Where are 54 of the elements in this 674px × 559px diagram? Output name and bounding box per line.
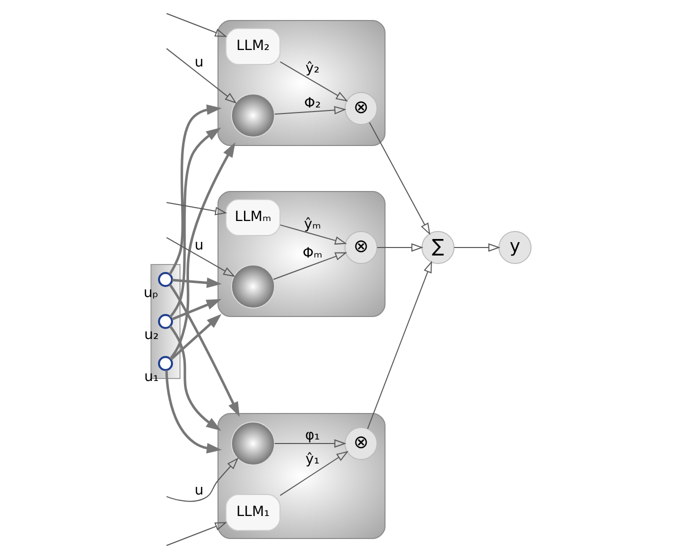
cluster bbox=[218, 191, 386, 317]
arrow bbox=[272, 252, 348, 280]
edge-label: Φₘ bbox=[302, 246, 322, 262]
node-box: LLM₂ bbox=[226, 28, 280, 65]
edge-label: u bbox=[194, 238, 204, 254]
arrow bbox=[172, 278, 222, 288]
cluster bbox=[218, 20, 386, 146]
arrow bbox=[368, 122, 430, 236]
edge-label: ŷ₁ bbox=[306, 452, 320, 468]
arrow bbox=[172, 298, 222, 320]
node-circle bbox=[158, 272, 173, 287]
node-circle: ⊗ bbox=[344, 231, 378, 264]
arrow bbox=[170, 314, 222, 360]
arrow bbox=[169, 127, 222, 318]
arrow bbox=[169, 325, 222, 431]
node-circle: ⊗ bbox=[344, 92, 378, 125]
node-circle: ∑ bbox=[422, 231, 454, 264]
arrow bbox=[168, 284, 240, 417]
arrow bbox=[166, 48, 237, 104]
node-picture bbox=[231, 422, 275, 466]
arrow bbox=[280, 450, 349, 496]
edge-label: u bbox=[194, 54, 204, 71]
arrow bbox=[166, 237, 236, 277]
node-circle bbox=[158, 356, 173, 371]
arrow bbox=[280, 224, 347, 245]
arrow bbox=[166, 522, 228, 546]
node-picture bbox=[231, 94, 275, 138]
arrow bbox=[274, 106, 346, 115]
arrow bbox=[168, 104, 222, 275]
arrow bbox=[454, 243, 500, 252]
arrow bbox=[376, 243, 424, 252]
cluster bbox=[218, 413, 386, 539]
arrow bbox=[274, 439, 346, 448]
edge-label: ŷₘ bbox=[304, 216, 322, 233]
arrow bbox=[367, 260, 432, 430]
arrow bbox=[166, 13, 228, 37]
arrow bbox=[280, 61, 348, 102]
node-circle bbox=[158, 314, 173, 329]
node-box: LLMₘ bbox=[226, 199, 280, 236]
arrow bbox=[166, 458, 239, 502]
node-circle: y bbox=[498, 231, 532, 264]
node-label: u₂ bbox=[144, 327, 159, 344]
arrow bbox=[166, 202, 228, 216]
edge-label: ŷ₂ bbox=[306, 60, 320, 77]
node-label: uₚ bbox=[144, 285, 158, 302]
edge-label: Φ₂ bbox=[304, 96, 321, 112]
arrow bbox=[169, 142, 236, 360]
node-picture bbox=[231, 264, 275, 308]
node-box: LLM₁ bbox=[226, 494, 280, 531]
edge-label: φ₁ bbox=[305, 428, 320, 444]
edge-label: u bbox=[194, 482, 204, 499]
arrow bbox=[165, 370, 222, 454]
node-label: u₁ bbox=[144, 369, 159, 386]
node-circle: ⊗ bbox=[344, 427, 378, 460]
